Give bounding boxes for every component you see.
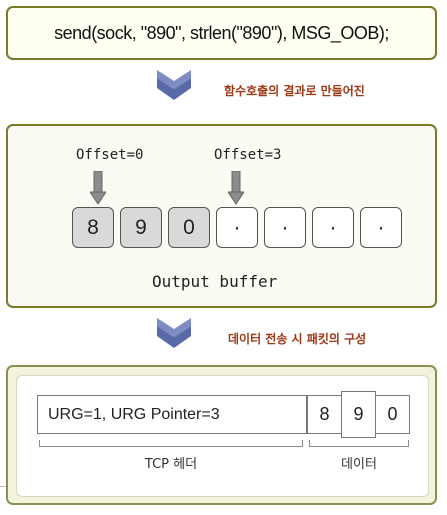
tcp-header-text: URG=1, URG Pointer=3 xyxy=(48,405,220,423)
code-statement: send(sock, "890", strlen("890"), MSG_OOB… xyxy=(54,22,389,43)
down-arrow-icon xyxy=(157,318,191,348)
tcp-header-label: TCP 헤더 xyxy=(144,457,198,472)
down-arrow-icon xyxy=(157,70,191,100)
code-panel: send(sock, "890", strlen("890"), MSG_OOB… xyxy=(6,6,437,60)
offset-label-3: Offset=3 xyxy=(214,147,282,163)
packet-data-cell: 8 xyxy=(307,395,342,434)
buffer-cell: 8 xyxy=(72,207,114,248)
divider xyxy=(0,486,6,487)
offset-label-0: Offset=0 xyxy=(76,147,144,163)
buffer-cell: · xyxy=(360,207,402,248)
buffer-cell: · xyxy=(264,207,306,248)
buffer-cell: 0 xyxy=(168,207,210,248)
output-buffer-label: Output buffer xyxy=(152,272,278,291)
offset-pointer-icon xyxy=(228,171,244,205)
caption-packet: 데이터 전송 시 패킷의 구성 xyxy=(228,332,367,346)
buffer-cell: · xyxy=(216,207,258,248)
header-brace xyxy=(39,440,303,447)
offset-pointer-icon xyxy=(90,171,106,205)
data-label: 데이터 xyxy=(341,457,377,472)
buffer-cell: · xyxy=(312,207,354,248)
buffer-cell: 9 xyxy=(120,207,162,248)
packet-data-cell: 9 xyxy=(341,391,376,438)
packet-data-cell: 0 xyxy=(375,395,410,434)
data-brace xyxy=(309,440,409,447)
caption-function-call: 함수호출의 결과로 만들어진 xyxy=(224,84,365,98)
tcp-header-box: URG=1, URG Pointer=3 xyxy=(37,395,307,434)
